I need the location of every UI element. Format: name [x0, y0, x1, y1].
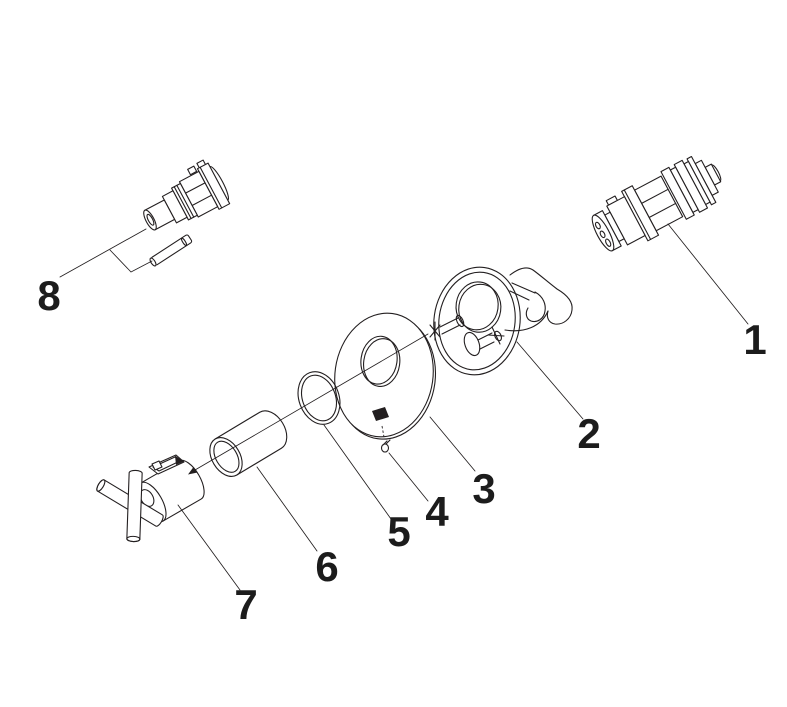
leader-line-3 [429, 416, 476, 472]
leader-line-8b [109, 249, 153, 273]
part-8-cartridge-drawing [143, 159, 231, 231]
callout-label-6: 6 [315, 543, 339, 590]
part-6-sleeve-drawing [209, 410, 288, 477]
assembly-direction-arrow-icon [188, 467, 198, 475]
callout-label-3: 3 [472, 465, 496, 512]
leader-line-6 [256, 466, 318, 552]
callout-label-2: 2 [577, 410, 601, 457]
leader-line-8a [59, 228, 147, 278]
cross-bar-vertical [126, 469, 143, 543]
part-4-alignment-dashes [381, 425, 385, 438]
leader-line-7 [177, 504, 241, 591]
escutcheon-logo-badge [372, 407, 389, 421]
part-8-pin-drawing [149, 234, 193, 267]
part-1-cartridge-drawing [591, 155, 722, 252]
handle-button-arrow [175, 455, 184, 465]
part-4-set-screw-drawing [380, 439, 391, 453]
leader-line-1 [667, 223, 749, 325]
leader-line-5 [323, 424, 392, 520]
part-2-screw-drawing [429, 314, 465, 341]
part-7-handle-drawing [96, 454, 205, 543]
part-2-toggle-bolt-drawing [463, 326, 505, 357]
part-5-o-ring-drawing [297, 371, 341, 425]
leader-line-2 [516, 341, 584, 420]
callout-label-8: 8 [37, 272, 61, 319]
callout-label-4: 4 [425, 488, 449, 535]
part-2-mounting-ring-drawing [433, 266, 521, 376]
part-2-bracket-arm-drawing [504, 267, 573, 332]
callout-label-7: 7 [234, 581, 258, 628]
leader-line-4 [388, 452, 429, 502]
assembly-axis-line [194, 333, 429, 471]
callout-label-1: 1 [743, 316, 767, 363]
callout-label-5: 5 [387, 508, 411, 555]
part-3-escutcheon-drawing [334, 312, 437, 440]
